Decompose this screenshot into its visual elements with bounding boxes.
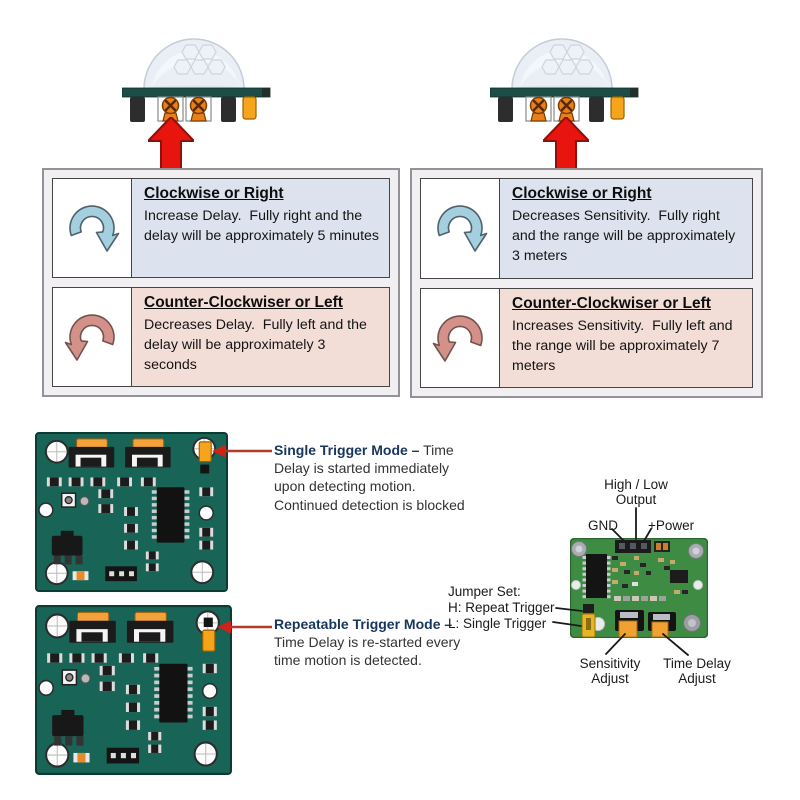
fresnel-hex-pattern	[541, 44, 594, 75]
row-body: Decreases Sensitivity. Fully right and t…	[512, 208, 740, 265]
clockwise-row: Clockwise or Right Increase Delay. Fully…	[52, 178, 390, 278]
pcb-illustration-repeatable-trigger	[35, 605, 232, 775]
time-delay-adjustment-panel: Clockwise or Right Increase Delay. Fully…	[42, 168, 400, 397]
smd-components	[46, 477, 214, 572]
smd-components	[612, 556, 688, 601]
pin-block	[130, 97, 145, 122]
trigger-jumper	[610, 96, 625, 120]
sensitivity-pot	[615, 610, 644, 638]
screws	[571, 541, 704, 632]
smd-components	[47, 653, 217, 753]
counter-clockwise-arrow-icon	[53, 288, 132, 386]
row-title: Counter-Clockwiser or Left	[144, 294, 343, 311]
jumper-set-label: Jumper Set: H: Repeat Trigger L: Single …	[448, 584, 555, 631]
sensitivity-adjust-label: Sensitivity Adjust	[579, 656, 641, 687]
ic-chip	[154, 663, 193, 723]
output-pin-header	[615, 540, 651, 553]
trigger-jumper	[242, 96, 257, 120]
high-low-output-label: High / Low Output	[604, 477, 668, 508]
mode-jumper	[581, 604, 596, 638]
clockwise-arrow-icon	[421, 179, 500, 278]
trigger-jumper-down	[202, 617, 216, 652]
row-title: Clockwise or Right	[144, 185, 284, 202]
ic-chip	[582, 554, 611, 599]
repeatable-trigger-title: Repeatable Trigger Mode –	[274, 616, 453, 632]
single-trigger-title: Single Trigger Mode –	[274, 442, 420, 458]
pcb-edge	[122, 87, 271, 98]
repeatable-trigger-body: Time Delay is re-started every time moti…	[274, 634, 461, 669]
time-delay-potentiometer	[525, 96, 552, 122]
pcb-photo-top-view	[570, 538, 708, 638]
trim-pot	[68, 438, 115, 468]
voltage-regulator	[51, 530, 83, 565]
trim-pot	[126, 611, 174, 643]
pin-block	[589, 97, 604, 122]
clockwise-arrow-icon	[53, 179, 132, 277]
pir-sensor-side-view-left	[122, 38, 271, 122]
sensitivity-potentiometer	[185, 96, 212, 122]
pin-block	[221, 97, 236, 122]
counter-clockwise-row: Counter-Clockwiser or Left Decreases Del…	[52, 287, 390, 387]
time-delay-adjust-label: Time Delay Adjust	[663, 656, 731, 687]
row-body: Increases Sensitivity. Fully left and th…	[512, 317, 737, 374]
row-body: Increase Delay. Fully right and the dela…	[144, 208, 379, 245]
time-delay-potentiometer	[157, 96, 184, 122]
pin-header	[105, 566, 137, 582]
pcb-edge	[490, 87, 639, 98]
trim-pot	[125, 438, 171, 468]
row-title: Clockwise or Right	[512, 185, 652, 202]
row-title: Counter-Clockwiser or Left	[512, 294, 711, 312]
gnd-label: GND	[588, 518, 618, 533]
pin-header	[106, 747, 140, 764]
pin-block	[498, 97, 513, 122]
red-up-arrow-icon	[543, 117, 589, 169]
power-label: +Power	[648, 518, 695, 533]
sensitivity-adjustment-panel: Clockwise or Right Decreases Sensitivity…	[410, 168, 763, 398]
counter-clockwise-arrow-icon	[421, 288, 500, 387]
ic-chip	[151, 487, 190, 543]
counter-clockwise-row: Counter-Clockwiser or Left Increases Sen…	[420, 287, 753, 388]
trim-pot	[69, 611, 116, 643]
single-trigger-body: Time Delay is started immediately upon d…	[274, 442, 465, 513]
pcb-illustration-single-trigger	[35, 432, 228, 592]
repeatable-trigger-note: Repeatable Trigger Mode – Time Delay is …	[274, 615, 474, 670]
clockwise-row: Clockwise or Right Decreases Sensitivity…	[420, 178, 753, 279]
red-up-arrow-icon	[148, 117, 194, 169]
voltage-regulator	[52, 709, 84, 746]
pir-sensor-side-view-right	[490, 38, 639, 122]
trigger-jumper-up	[198, 441, 212, 474]
single-trigger-note: Single Trigger Mode – Time Delay is star…	[274, 441, 474, 514]
fresnel-hex-pattern	[173, 44, 226, 75]
row-body: Decreases Delay. Fully left and the dela…	[144, 317, 371, 374]
